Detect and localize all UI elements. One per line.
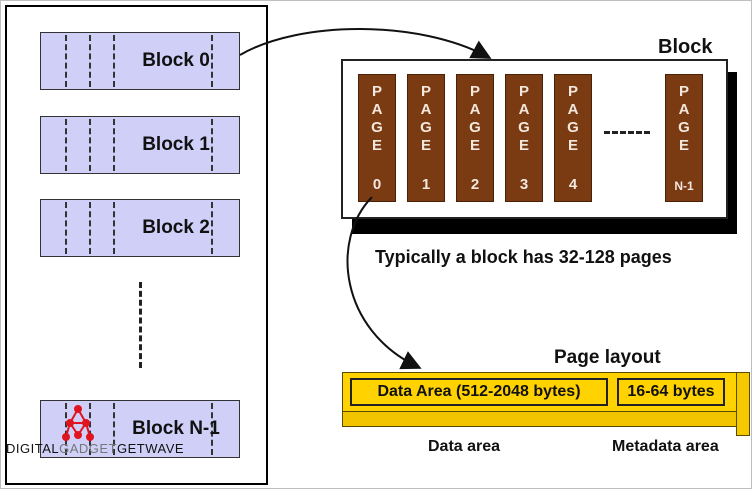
block-1: Block 1	[40, 116, 240, 174]
page-divider	[65, 119, 67, 171]
pages-ellipsis	[604, 131, 650, 134]
block-0: Block 0	[40, 32, 240, 90]
page-number: N-1	[674, 179, 694, 193]
page-number: 2	[470, 176, 480, 193]
block-label: Block 2	[142, 217, 210, 238]
block-caption: Typically a block has 32-128 pages	[375, 247, 672, 267]
page-divider	[113, 403, 115, 455]
page-layout-title: Page layout	[554, 347, 661, 368]
block-label: Block 0	[142, 50, 210, 71]
page-divider	[211, 403, 213, 455]
page-number: 0	[372, 176, 382, 193]
page-number: 1	[421, 176, 431, 193]
page-divider	[113, 202, 115, 254]
page-divider	[89, 35, 91, 87]
page-divider	[65, 403, 67, 455]
arrow-block0-to-detail	[239, 28, 492, 59]
block-label: Block N-1	[132, 418, 220, 439]
page-divider	[89, 119, 91, 171]
page-divider	[89, 403, 91, 455]
page-number: 3	[519, 176, 529, 193]
page-divider	[113, 35, 115, 87]
blocks-continuation-dashes	[139, 282, 142, 368]
block-2: Block 2	[40, 199, 240, 257]
data-area-field: Data Area (512-2048 bytes)	[350, 378, 608, 406]
metadata-area-label: Metadata area	[612, 438, 719, 455]
blocks-container	[5, 5, 268, 485]
watermark-logo-icon	[62, 405, 94, 441]
page-divider	[65, 35, 67, 87]
page-divider	[89, 202, 91, 254]
block-label: Block 1	[142, 134, 210, 155]
data-area-label: Data area	[428, 438, 501, 455]
metadata-field: 16-64 bytes	[617, 378, 725, 406]
page-number: 4	[568, 176, 578, 193]
page-divider	[211, 35, 213, 87]
page-divider	[211, 202, 213, 254]
page-divider	[113, 119, 115, 171]
page-divider	[211, 119, 213, 171]
watermark-text: DIGITALGADGETGETWAVE	[6, 441, 185, 456]
page-divider	[65, 202, 67, 254]
block-detail-title: Block	[658, 36, 713, 58]
arrow-page0-to-layout	[346, 196, 422, 370]
